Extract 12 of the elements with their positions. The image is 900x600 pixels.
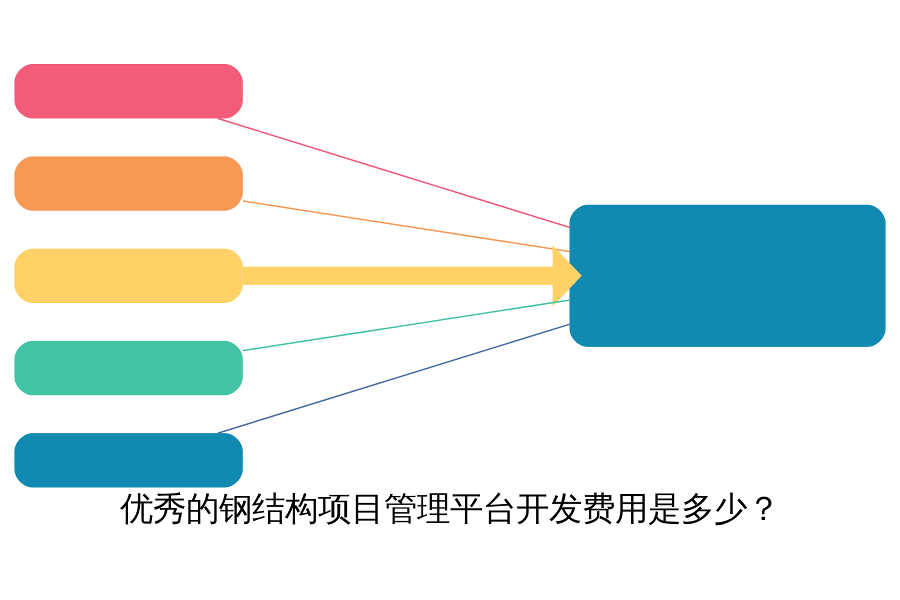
arrow bbox=[242, 245, 582, 306]
connector bbox=[242, 200, 570, 252]
node-box bbox=[14, 433, 243, 488]
connector bbox=[218, 118, 570, 228]
caption: 优秀的钢结构项目管理平台开发费用是多少？ bbox=[120, 489, 780, 528]
connector bbox=[242, 299, 570, 352]
node-box bbox=[14, 340, 243, 396]
node-box bbox=[14, 156, 243, 211]
node-box bbox=[569, 204, 886, 347]
connector bbox=[218, 324, 570, 434]
node-box bbox=[14, 248, 243, 304]
node-box bbox=[14, 64, 243, 118]
